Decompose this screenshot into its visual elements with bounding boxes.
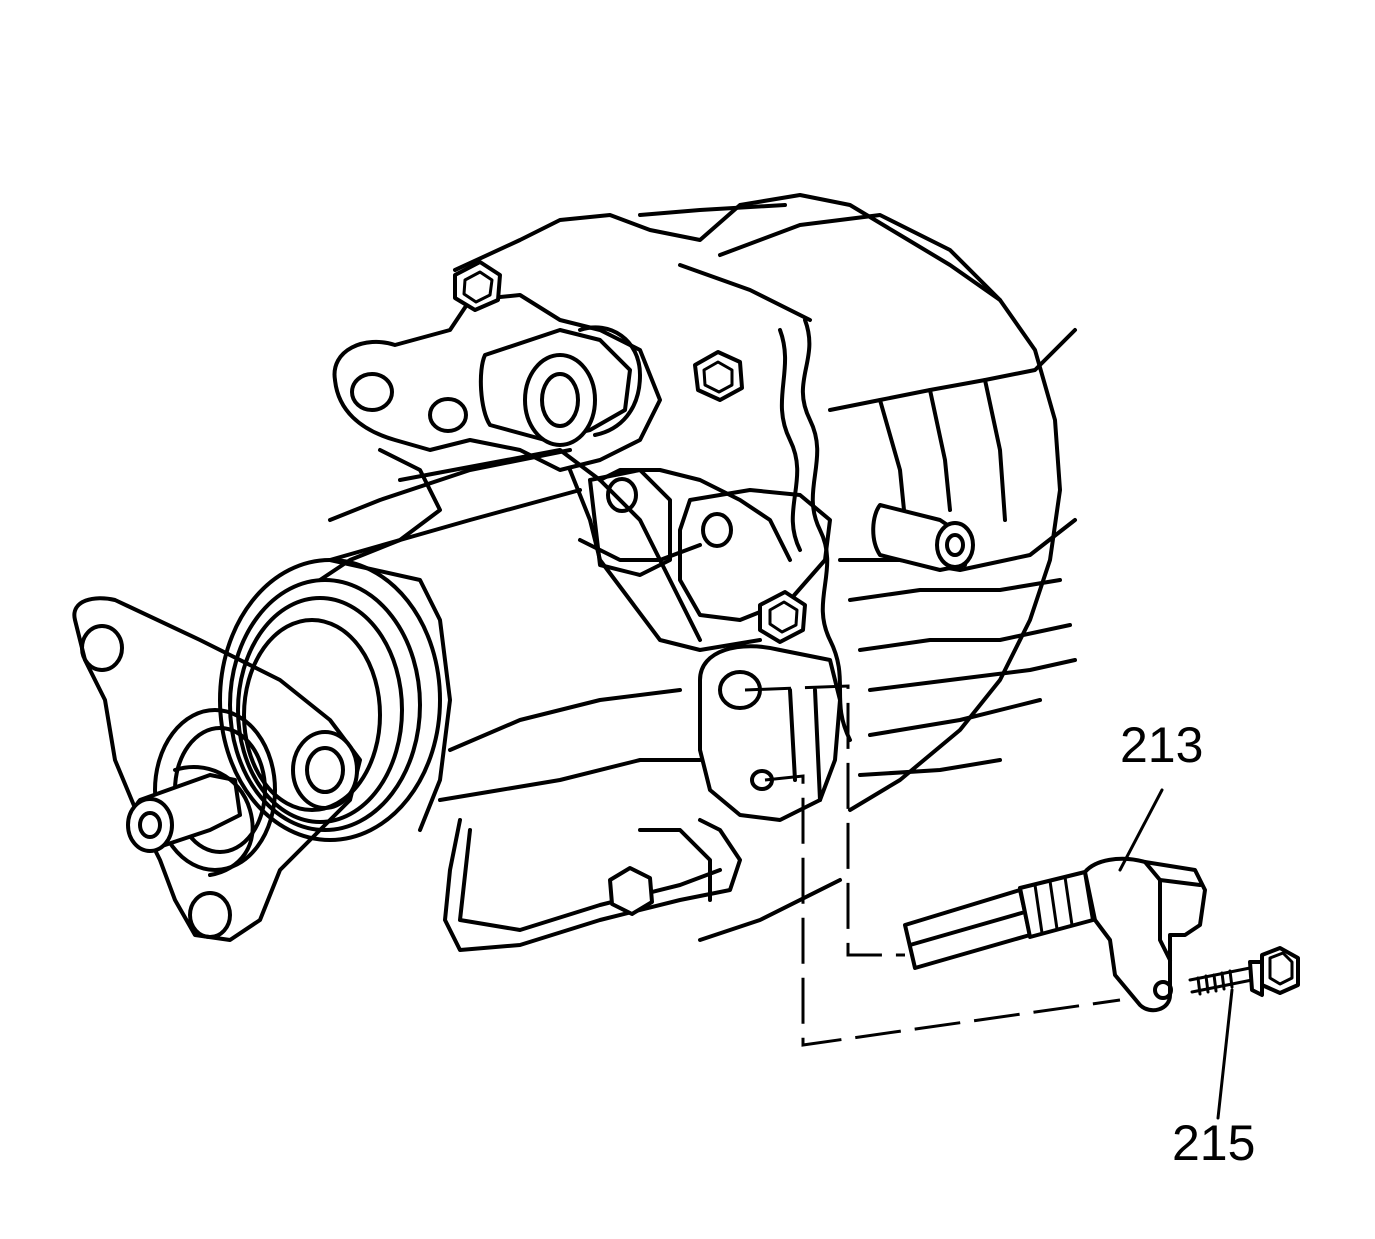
- alignment-lines: [744, 684, 1121, 1047]
- leader-215: [1216, 988, 1234, 1120]
- speed-sensor: [903, 856, 1207, 1013]
- leader-213: [1118, 788, 1164, 872]
- callout-label-213: 213: [1120, 717, 1203, 773]
- transfer-case-housing: [72, 193, 1077, 952]
- sensor-bolt: [1188, 946, 1300, 997]
- callout-label-215: 215: [1172, 1115, 1255, 1171]
